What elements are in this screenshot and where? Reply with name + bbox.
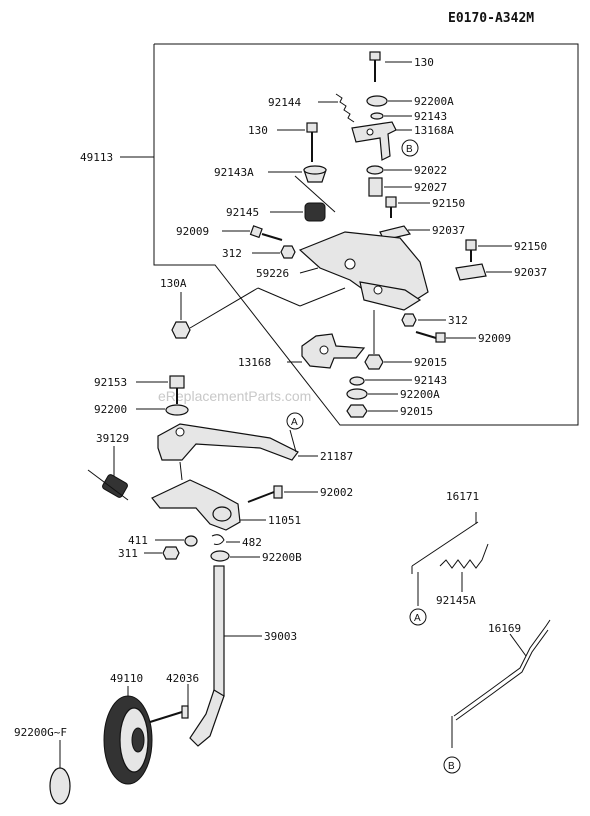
label-92200B: 92200B (262, 551, 302, 564)
link-rod-16169 (451, 619, 551, 748)
label-49113: 49113 (80, 151, 113, 164)
bolt-130-mid (277, 122, 318, 162)
svg-text:A: A (291, 417, 298, 428)
washer-92200A-b (346, 388, 398, 400)
label-59226: 59226 (256, 267, 289, 280)
bolt-92150-a (385, 196, 430, 218)
label-42036: 42036 (166, 672, 199, 685)
label-92027: 92027 (414, 181, 447, 194)
label-21187: 21187 (320, 450, 353, 463)
washer-92143-b (349, 376, 412, 386)
gear-49110 (103, 686, 153, 785)
label-482: 482 (242, 536, 262, 549)
label-92153: 92153 (94, 376, 127, 389)
label-411: 411 (128, 534, 148, 547)
label-92009-b: 92009 (478, 332, 511, 345)
clip-482 (211, 534, 240, 545)
collar-92027 (368, 177, 412, 197)
bracket-13168A (351, 121, 412, 161)
spring-39129 (87, 446, 129, 501)
spring-92145A (439, 543, 489, 592)
label-92015-a: 92015 (414, 356, 447, 369)
label-92144: 92144 (268, 96, 301, 109)
callout-B-upper: B (401, 139, 419, 157)
callout-B-rod: B (443, 756, 461, 774)
bolt-92009-a (222, 225, 283, 241)
label-92145A: 92145A (436, 594, 476, 607)
label-13168A: 13168A (414, 124, 454, 137)
label-312-b: 312 (448, 314, 468, 327)
bolt-92153 (136, 375, 185, 404)
label-92200G-F: 92200G~F (14, 726, 67, 739)
label-130-top: 130 (414, 56, 434, 69)
label-92150-a: 92150 (432, 197, 465, 210)
label-92037-b: 92037 (514, 266, 547, 279)
nut-312-b (401, 313, 446, 327)
label-130-mid: 130 (248, 124, 268, 137)
lever-11051 (151, 461, 266, 531)
label-92150-b: 92150 (514, 240, 547, 253)
nut-311 (144, 546, 180, 560)
label-92022: 92022 (414, 164, 447, 177)
callout-A-rod: A (409, 608, 427, 626)
callout-A-lower: A (286, 412, 304, 430)
washer-411 (155, 535, 198, 547)
spring-92144 (318, 93, 355, 123)
svg-text:B: B (406, 144, 413, 155)
bracket-13168 (287, 333, 366, 369)
nut-312-a (252, 245, 296, 259)
washer-92022 (366, 165, 412, 175)
washer-92200 (136, 404, 189, 416)
washer-92143-top (370, 112, 412, 120)
washer-92200B (210, 550, 260, 562)
spring-92145 (270, 175, 336, 222)
label-39129: 39129 (96, 432, 129, 445)
label-92143A: 92143A (214, 166, 254, 179)
link-rod-16171 (411, 512, 479, 606)
bolt-92002 (247, 485, 318, 503)
label-311: 311 (118, 547, 138, 560)
bolt-130A (171, 287, 346, 339)
label-92009-a: 92009 (176, 225, 209, 238)
lever-21187 (157, 423, 318, 461)
watermark: eReplacementParts.com (158, 388, 311, 404)
label-92200A-b: 92200A (400, 388, 440, 401)
label-92200A-top: 92200A (414, 95, 454, 108)
label-312-a: 312 (222, 247, 242, 260)
svg-text:A: A (414, 613, 421, 624)
label-92143-top: 92143 (414, 110, 447, 123)
label-92037-a: 92037 (432, 224, 465, 237)
pin-42036 (149, 684, 189, 723)
label-130A: 130A (160, 277, 187, 290)
label-92015-b: 92015 (400, 405, 433, 418)
nut-92015-b (346, 404, 398, 418)
label-16171: 16171 (446, 490, 479, 503)
label-92002: 92002 (320, 486, 353, 499)
label-92200: 92200 (94, 403, 127, 416)
nut-92015-a (364, 310, 412, 370)
bolt-92009-b (415, 331, 476, 343)
label-16169: 16169 (488, 622, 521, 635)
assembly-boundary (153, 43, 579, 426)
collar-92143A (268, 165, 327, 183)
washer-92200G-F (49, 740, 71, 805)
diagram-code: E0170-A342M (448, 11, 534, 26)
label-39003: 39003 (264, 630, 297, 643)
shaft-39003 (189, 565, 262, 747)
label-13168: 13168 (238, 356, 271, 369)
bolt-130-top (369, 51, 412, 82)
lever-59226 (298, 231, 429, 311)
bolt-92150-b (465, 239, 512, 262)
label-11051: 11051 (268, 514, 301, 527)
svg-text:B: B (448, 761, 455, 772)
label-92143-b: 92143 (414, 374, 447, 387)
label-92145: 92145 (226, 206, 259, 219)
washer-92200A-top (366, 95, 412, 107)
clip-92037-b (455, 263, 512, 281)
label-49110: 49110 (110, 672, 143, 685)
